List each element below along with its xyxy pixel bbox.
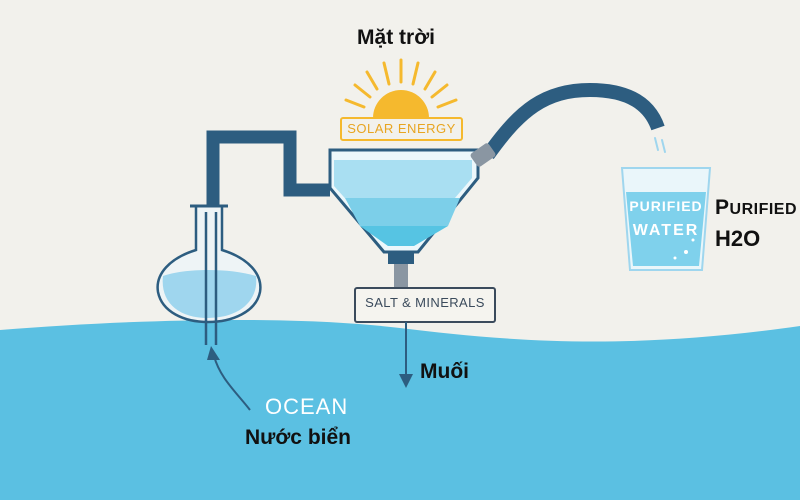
sun-label: Mặt trời bbox=[357, 26, 435, 49]
connecting-tube bbox=[206, 130, 330, 210]
glass-text-purified: PURIFIED bbox=[629, 198, 703, 214]
solar-energy-box bbox=[340, 117, 463, 141]
glass-text-water: WATER bbox=[632, 222, 700, 239]
sun-icon bbox=[344, 58, 458, 118]
glass-icon bbox=[620, 167, 712, 271]
arrow-up-icon bbox=[207, 346, 220, 360]
ocean-label: OCEAN bbox=[265, 394, 349, 419]
purified-label-rest: URIFIED bbox=[729, 201, 798, 218]
outlet-pipe bbox=[482, 82, 665, 160]
h2o-label: H2O bbox=[715, 226, 761, 251]
purified-label-first-letter: P bbox=[715, 196, 730, 219]
evaporation-funnel bbox=[328, 148, 480, 288]
purified-label: PURIFIED bbox=[715, 196, 797, 220]
solar-energy-label: SOLAR ENERGY bbox=[347, 121, 456, 136]
ocean-water bbox=[0, 319, 800, 500]
salt-minerals-label: SALT & MINERALS bbox=[365, 295, 485, 310]
flask bbox=[156, 204, 262, 345]
ocean-inflow-arrow bbox=[213, 355, 251, 411]
salt-label: Muối bbox=[420, 360, 469, 383]
salt-minerals-box bbox=[354, 287, 496, 323]
arrow-down-icon bbox=[399, 374, 413, 388]
seawater-label: Nước biển bbox=[245, 426, 351, 449]
water-drops bbox=[654, 137, 666, 153]
